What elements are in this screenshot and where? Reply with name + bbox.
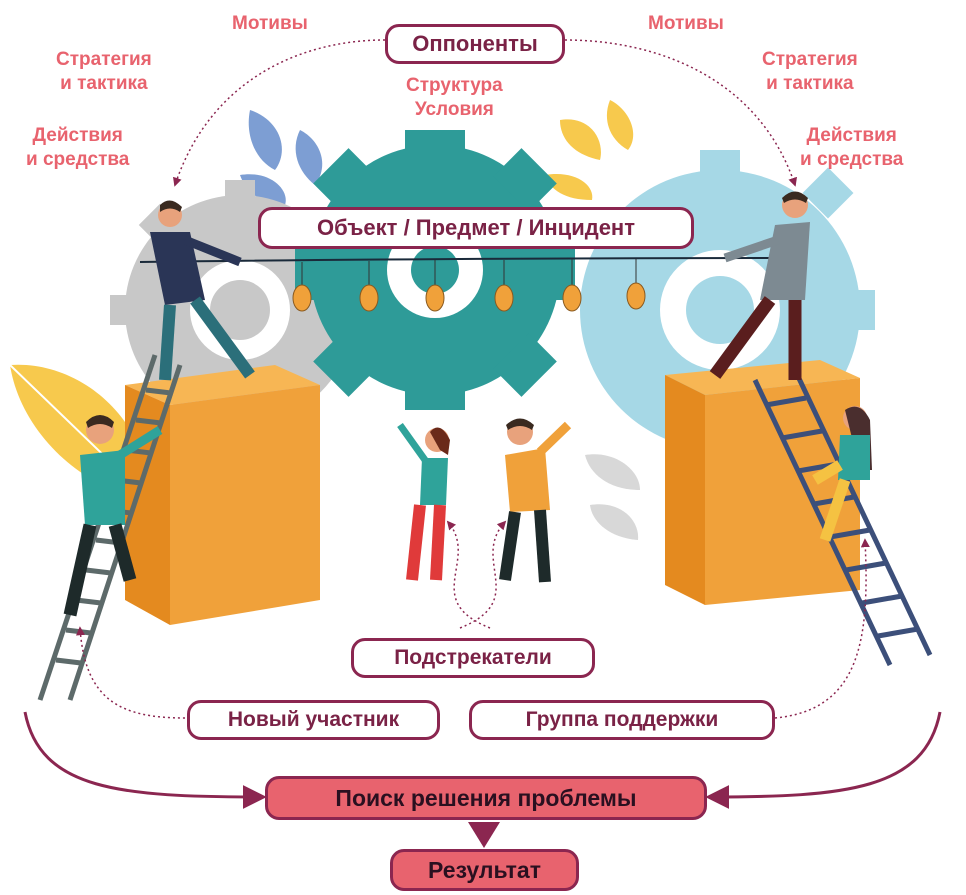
opponents-box: Оппоненты: [385, 24, 565, 64]
left-motives-label: Мотивы: [232, 13, 308, 34]
dotted-connectors: [76, 39, 870, 719]
right-strategy-line1: Стратегия: [762, 49, 858, 70]
leaf-blue-icon: [240, 110, 323, 205]
support-group-box: Группа поддержки: [469, 700, 775, 740]
leaf-yellow-top-icon: [545, 100, 634, 200]
search-solution-box: Поиск решения проблемы: [265, 776, 707, 820]
left-actions-line2: и средства: [26, 149, 130, 170]
right-strategy-line2: и тактика: [766, 73, 854, 94]
conditions-label: Условия: [414, 99, 494, 120]
right-motives-label: Мотивы: [648, 13, 724, 34]
arrow-right-to-search: [705, 711, 942, 809]
left-actions-label: Действия и средства: [26, 124, 129, 172]
ladder-right: [752, 368, 933, 667]
left-actions-line1: Действия: [32, 125, 123, 146]
right-actions-label: Действия и средства: [800, 124, 903, 172]
ladder-left: [37, 354, 183, 701]
instigators-box: Подстрекатели: [351, 638, 595, 678]
arrow-left-to-search: [23, 711, 267, 809]
structure-conditions-label: Структура Условия: [406, 74, 503, 122]
right-strategy-label: Стратегия и тактика: [762, 48, 858, 96]
result-box: Результат: [390, 849, 579, 891]
new-participant-box: Новый участник: [187, 700, 440, 740]
right-actions-line2: и средства: [800, 149, 904, 170]
object-box: Объект / Предмет / Инцидент: [258, 207, 694, 249]
person-right-sitter: [812, 406, 872, 542]
left-strategy-line2: и тактика: [60, 73, 148, 94]
cube-right: [665, 360, 860, 605]
structure-label: Структура: [406, 75, 503, 96]
person-center-man: [499, 418, 572, 583]
person-right-puller: [709, 191, 810, 380]
person-left-puller: [150, 200, 255, 381]
arrow-down-to-result: [468, 822, 500, 848]
right-actions-line1: Действия: [806, 125, 897, 146]
cube-left: [125, 365, 320, 625]
person-left-climber: [63, 415, 163, 617]
left-strategy-label: Стратегия и тактика: [56, 48, 152, 96]
person-center-woman: [397, 422, 450, 581]
light-bulbs: [292, 259, 646, 312]
left-strategy-line1: Стратегия: [56, 49, 152, 70]
leaf-gray-icon: [585, 454, 640, 540]
